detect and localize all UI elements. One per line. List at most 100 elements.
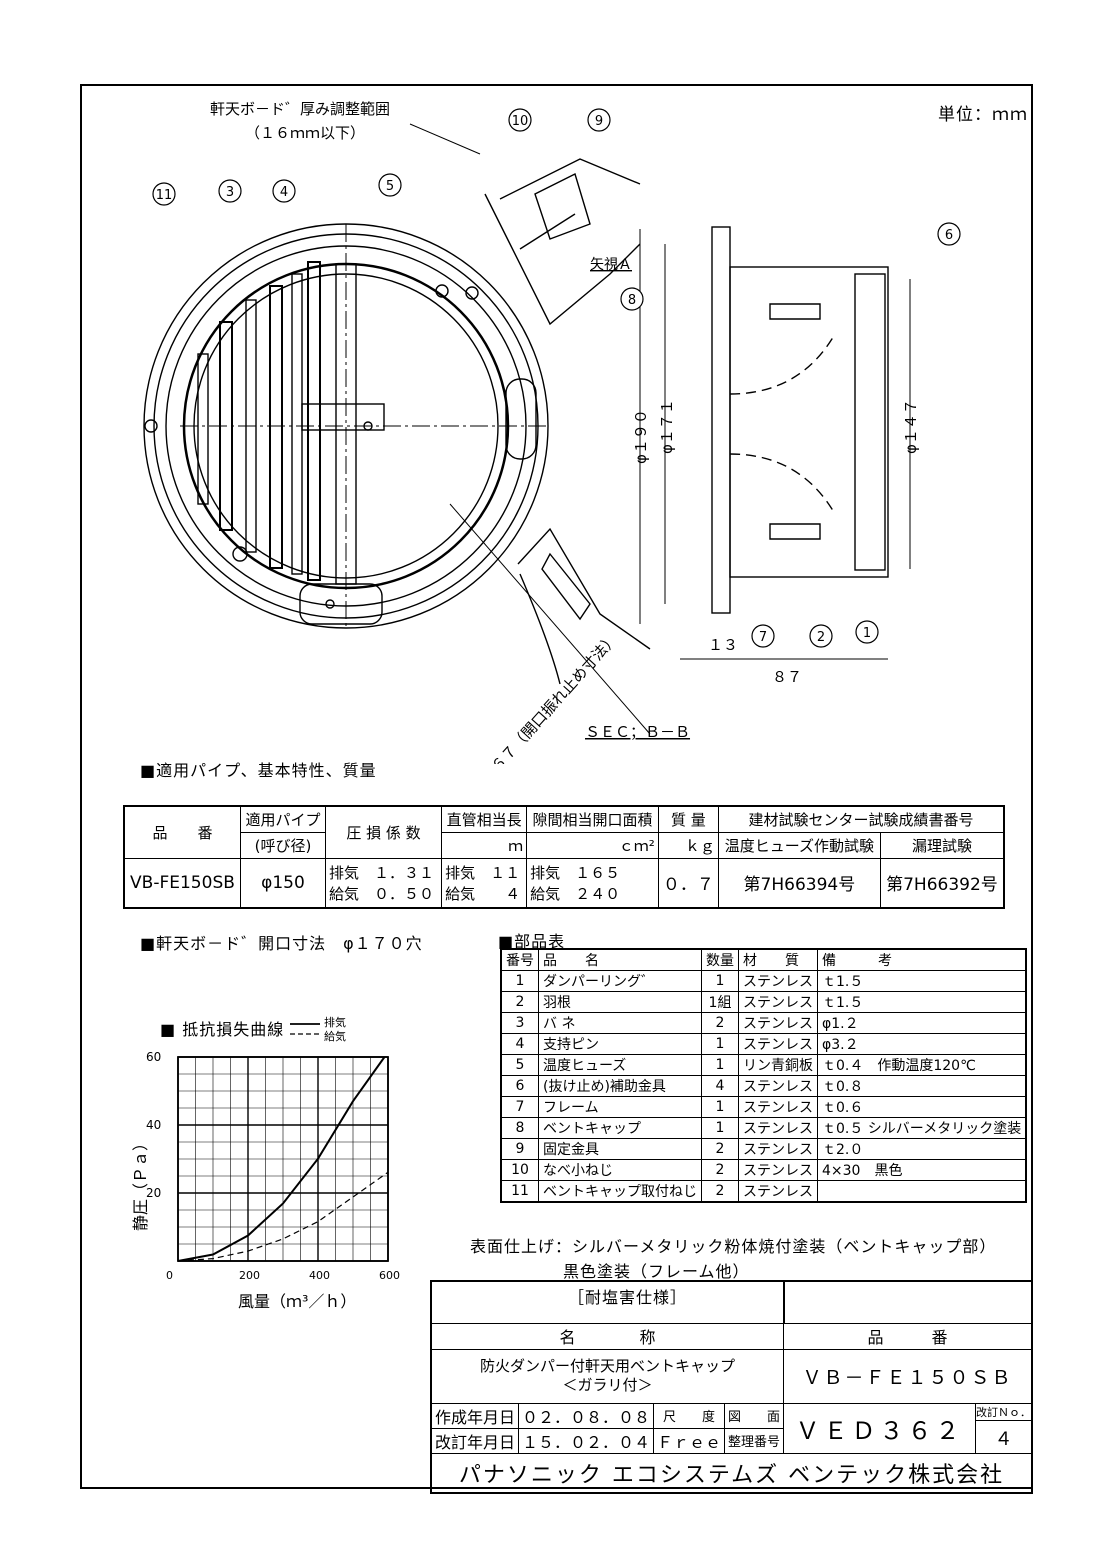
eave-board-range: （１６ｍｍ以下） xyxy=(245,124,365,142)
callout-2: 2 xyxy=(817,630,825,645)
spec-header-length-unit: ｍ xyxy=(441,831,528,859)
parts-cell-notes: ｔ0.８ xyxy=(817,1075,1027,1097)
spec-table: 品 番 適用パイプ 圧 損 係 数 直管相当長 隙間相当開口面積 質 量 建材試… xyxy=(123,805,1005,909)
callout-9: 9 xyxy=(595,114,603,129)
parts-cell-material: リン青銅板 xyxy=(738,1054,818,1076)
eave-board-label: 軒天ボ－ド゛厚み調整範囲 xyxy=(210,100,390,118)
parts-cell-notes: ｔ0.５ シルバーメタリック塗装 xyxy=(817,1117,1027,1139)
parts-cell-qty: 1 xyxy=(701,970,739,992)
spec-section-title: ■適用パイプ、基本特性、質量 xyxy=(140,761,377,780)
view-a-detail xyxy=(409,123,641,326)
callout-11: 11 xyxy=(156,188,173,203)
parts-cell-no: 5 xyxy=(500,1054,539,1076)
parts-cell-name: (抜け止め)補助金具 xyxy=(538,1075,702,1097)
spec-header-model: 品 番 xyxy=(123,805,241,859)
spec-header-length: 直管相当長 xyxy=(441,805,528,833)
callout-8: 8 xyxy=(628,293,636,308)
dim-147: φ１４７ xyxy=(902,399,920,454)
tb-name-line2: ＜ガラリ付＞ xyxy=(562,1376,653,1394)
tb-drawing-no: ＶＥＤ３６２ xyxy=(783,1402,976,1454)
parts-cell-no: 8 xyxy=(500,1117,539,1139)
callout-7: 7 xyxy=(759,630,767,645)
spec-header-loss: 圧 損 係 数 xyxy=(324,805,443,859)
parts-cell-name: 支持ピン xyxy=(538,1033,702,1055)
spec-header-area-unit: ｃｍ² xyxy=(526,831,659,859)
unit-label: 単位：ｍｍ xyxy=(938,105,1028,125)
parts-cell-no: 10 xyxy=(500,1159,539,1181)
parts-cell-name: ベントキャップ xyxy=(538,1117,702,1139)
parts-cell-material: ステンレス xyxy=(738,970,818,992)
tb-scale: Ｆｒｅｅ xyxy=(653,1427,726,1453)
series-line-exhaust xyxy=(177,1056,386,1262)
parts-cell-no: 4 xyxy=(500,1033,539,1055)
spec-loss-exhaust: 排気 １．３１ xyxy=(328,863,434,882)
parts-cell-notes: φ3.２ xyxy=(817,1033,1027,1055)
callout-1: 1 xyxy=(863,626,871,641)
parts-cell-qty: 1組 xyxy=(701,991,739,1013)
parts-cell-material: ステンレス xyxy=(738,991,818,1013)
parts-title: ■部品表 xyxy=(498,932,566,951)
legend-exhaust: 排気 xyxy=(324,1015,346,1029)
view-a-label: 矢視Ａ xyxy=(590,257,632,273)
tb-name-header: 名 称 xyxy=(430,1322,785,1350)
chart-title: ■ 抵抗損失曲線 xyxy=(160,1020,285,1039)
parts-cell-name: 固定金具 xyxy=(538,1138,702,1160)
spec-area-exhaust: 排気 １６５ xyxy=(530,863,621,882)
spec-header-cert-leak: 漏理試験 xyxy=(879,831,1005,859)
parts-cell-name: なべ小ねじ xyxy=(538,1159,702,1181)
parts-cell-notes: φ1.２ xyxy=(817,1012,1027,1034)
spec-header-mass-unit: ｋｇ xyxy=(657,831,719,859)
tb-rev: ４ xyxy=(994,1428,1013,1450)
title-block: 名 称 品 番 防火ダンパー付軒天用ベントキャップ ＜ガラリ付＞ ＶＢ－ＦＥ１５… xyxy=(430,1280,1034,1494)
side-view xyxy=(639,226,911,660)
spec-cert-leak: 第7H66392号 xyxy=(879,857,1005,909)
tb-scale-label: 尺 度 xyxy=(653,1403,726,1429)
parts-cell-name: 温度ヒューズ xyxy=(538,1054,702,1076)
technical-drawing: 軒天ボ－ド゛厚み調整範囲 （１６ｍｍ以下） 矢視Ａ ＳＥＣ；Ｂ－Ｂ １６７（開口… xyxy=(143,100,961,764)
dim-190: φ１９０ xyxy=(632,409,650,464)
parts-cell-qty: 2 xyxy=(701,1012,739,1034)
parts-header-no: 番号 xyxy=(500,948,539,971)
spec-header-mass: 質 量 xyxy=(657,805,719,833)
tb-drawing-label: 図 面 xyxy=(724,1403,784,1429)
x-tick-label: 400 xyxy=(309,1269,330,1282)
parts-cell-qty: 2 xyxy=(701,1180,739,1203)
opening-label: ■軒天ボ－ド゛開口寸法 φ１７０穴 xyxy=(140,934,423,953)
x-tick-label: 600 xyxy=(379,1269,400,1282)
y-axis-label: 静圧（Ｐａ） xyxy=(131,1135,150,1231)
section-bb-detail xyxy=(449,503,651,735)
spec-pipe: φ150 xyxy=(239,857,326,909)
y-tick-label: 40 xyxy=(146,1118,161,1132)
parts-cell-qty: 1 xyxy=(701,1054,739,1076)
spec-header-pipe: 適用パイプ xyxy=(239,805,326,833)
parts-cell-material: ステンレス xyxy=(738,1096,818,1118)
parts-cell-qty: 2 xyxy=(701,1159,739,1181)
parts-cell-no: 2 xyxy=(500,991,539,1013)
dim-13: １３ xyxy=(708,636,738,654)
tb-name-line1: 防火ダンパー付軒天用ベントキャップ xyxy=(480,1357,736,1375)
finish-line-3: ［耐塩害仕様］ xyxy=(568,1288,688,1307)
tb-created-label: 作成年月日 xyxy=(432,1403,520,1429)
tb-revised: １５．０２．０４ xyxy=(518,1427,655,1453)
parts-header-notes: 備 考 xyxy=(817,948,1027,971)
parts-cell-qty: 1 xyxy=(701,1096,739,1118)
tb-rev-label: 改訂Ｎｏ． xyxy=(976,1405,1031,1421)
tb-revised-label: 改訂年月日 xyxy=(432,1427,520,1453)
legend-supply: 給気 xyxy=(324,1029,346,1043)
spec-cert-fuse: 第7H66394号 xyxy=(717,857,881,909)
spec-header-cert-fuse: 温度ヒューズ作動試験 xyxy=(717,831,881,859)
chart-legend: 排気 給気 xyxy=(290,1015,346,1043)
tb-model: ＶＢ－ＦＥ１５０ＳＢ xyxy=(783,1348,1033,1404)
parts-cell-notes: ｔ1.５ xyxy=(817,970,1027,992)
tb-control-label: 整理番号 xyxy=(724,1427,784,1453)
